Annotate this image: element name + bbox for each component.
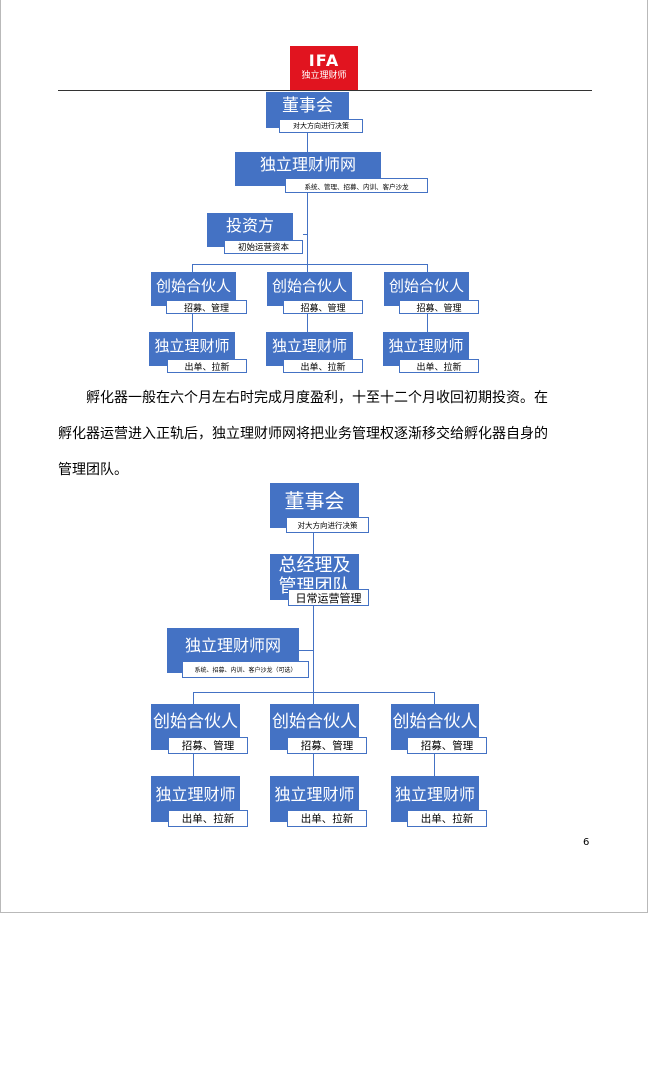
connector bbox=[307, 128, 308, 152]
connector bbox=[434, 752, 435, 776]
network-note-2: 系统、招募、内训、客户沙龙（可选） bbox=[182, 661, 309, 678]
connector bbox=[303, 234, 307, 235]
logo-subtext: 独立理财师 bbox=[301, 71, 347, 81]
partner-note-1: 招募、管理 bbox=[166, 300, 247, 314]
planner-note-2-3: 出单、拉新 bbox=[407, 810, 487, 827]
header-rule bbox=[58, 90, 592, 91]
connector bbox=[193, 692, 194, 704]
connector bbox=[307, 264, 308, 272]
partner-box-2-1: 创始合伙人 bbox=[151, 704, 240, 750]
paragraph-line-3: 管理团队。 bbox=[58, 462, 128, 478]
planner-note-1: 出单、拉新 bbox=[167, 359, 247, 373]
planner-note-2: 出单、拉新 bbox=[283, 359, 363, 373]
board-note-2: 对大方向进行决策 bbox=[286, 517, 369, 533]
partner-note-2: 招募、管理 bbox=[283, 300, 363, 314]
connector bbox=[192, 313, 193, 332]
connector bbox=[434, 692, 435, 704]
connector bbox=[313, 528, 314, 554]
partner-note-2-1: 招募、管理 bbox=[168, 737, 248, 754]
connector bbox=[307, 186, 308, 264]
gm-note: 日常运营管理 bbox=[288, 589, 369, 606]
connector bbox=[307, 313, 308, 332]
investor-note: 初始运营资本 bbox=[224, 240, 303, 254]
logo-text: IFA bbox=[308, 51, 340, 70]
planner-note-2-1: 出单、拉新 bbox=[168, 810, 248, 827]
paragraph-line-1: 孵化器一般在六个月左右时完成月度盈利，十至十二个月收回初期投资。在 bbox=[86, 390, 548, 406]
connector bbox=[299, 650, 313, 651]
connector bbox=[193, 752, 194, 776]
connector bbox=[313, 600, 314, 692]
connector bbox=[313, 752, 314, 776]
ifa-logo: IFA 独立理财师 bbox=[290, 46, 358, 90]
connector bbox=[192, 264, 193, 272]
connector bbox=[427, 264, 428, 272]
connector bbox=[427, 313, 428, 332]
partner-note-2-3: 招募、管理 bbox=[407, 737, 487, 754]
paragraph-line-2: 孵化器运营进入正轨后，独立理财师网将把业务管理权逐渐移交给孵化器自身的 bbox=[58, 426, 548, 442]
connector bbox=[193, 692, 435, 693]
page-number: 6 bbox=[583, 837, 590, 848]
body-paragraph: 孵化器一般在六个月左右时完成月度盈利，十至十二个月收回初期投资。在 孵化器运营进… bbox=[58, 380, 592, 488]
connector bbox=[313, 692, 314, 704]
partner-note-2-2: 招募、管理 bbox=[287, 737, 367, 754]
planner-note-2-2: 出单、拉新 bbox=[287, 810, 367, 827]
gm-title-line-1: 总经理及 bbox=[278, 555, 351, 576]
board-note: 对大方向进行决策 bbox=[279, 119, 363, 133]
network-note: 系统、管理、招募、内训、客户沙龙 bbox=[285, 178, 428, 193]
document-page: IFA 独立理财师 董事会 对大方向进行决策 独立理财师网 系统、管理、招募、内… bbox=[0, 0, 648, 913]
planner-note-3: 出单、拉新 bbox=[399, 359, 479, 373]
partner-note-3: 招募、管理 bbox=[399, 300, 479, 314]
connector bbox=[192, 264, 428, 265]
